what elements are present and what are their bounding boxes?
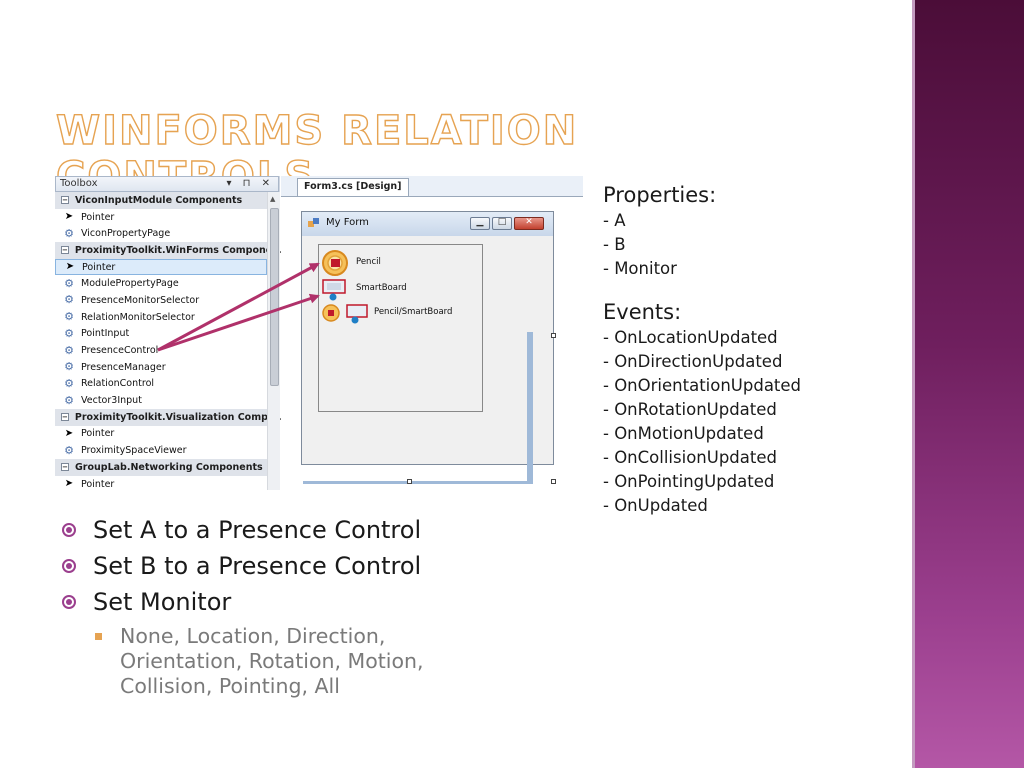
controls-container[interactable]: Pencil SmartBoard <box>318 244 483 412</box>
toolbox-list: −ViconInputModule Components ➤Pointer ⚙V… <box>55 192 285 490</box>
scroll-up-arrow-icon[interactable]: ▲ <box>270 195 276 203</box>
form-title-bar: My Form ▁ □ ✕ <box>302 212 553 236</box>
design-surface: Form3.cs [Design] My Form ▁ □ ✕ <box>281 176 583 490</box>
toolbox-item[interactable]: ⚙RelationMonitorSelector <box>64 310 195 324</box>
collapse-box-icon[interactable]: − <box>61 196 69 205</box>
slide-title: WinForms Relation Controls <box>55 107 579 200</box>
smartboard-presence-icon[interactable] <box>322 279 348 301</box>
maximize-button[interactable]: □ <box>492 217 512 230</box>
pencil-presence-icon[interactable] <box>321 249 349 277</box>
toolbox-group[interactable]: −ProximityToolkit.Visualization Compo... <box>55 408 285 426</box>
control-label-relation: Pencil/SmartBoard <box>374 307 453 317</box>
bullet-item: Set A to a Presence Control <box>62 512 582 548</box>
properties-events-panel: Properties: - A - B - Monitor Events: - … <box>603 182 903 518</box>
sub-bullet-square-icon <box>95 633 102 640</box>
pointer-icon: ➤ <box>65 261 75 273</box>
bullet-item: Set B to a Presence Control <box>62 548 582 584</box>
gear-icon: ⚙ <box>64 293 74 307</box>
sub-bullet-item: None, Location, Direction, Orientation, … <box>95 624 582 699</box>
toolbox-item[interactable]: ⚙PresenceMonitorSelector <box>64 293 200 307</box>
maximize-icon: □ <box>497 217 507 227</box>
form-title: My Form <box>326 217 369 228</box>
toolbox-group[interactable]: −ProximityToolkit.WinForms Compone... <box>55 242 283 259</box>
form-app-icon <box>308 218 319 227</box>
bullet-item: Set Monitor <box>62 584 582 620</box>
gear-icon: ⚙ <box>64 443 74 457</box>
property-item: - Monitor <box>603 259 677 278</box>
control-label-smartboard: SmartBoard <box>356 283 407 293</box>
event-item: - OnRotationUpdated <box>603 400 777 419</box>
pointer-icon: ➤ <box>64 427 74 439</box>
toolbox-item[interactable]: ⚙ViconPropertyPage <box>64 226 171 240</box>
gear-icon: ⚙ <box>64 276 74 290</box>
toolbox-item[interactable]: ⚙RelationControl <box>64 376 155 390</box>
toolbox-item[interactable]: ⚙Vector3Input <box>64 393 142 407</box>
form-selection-edge <box>303 481 533 484</box>
toolbox-item[interactable]: ⚙PresenceManager <box>64 360 166 374</box>
pointer-icon: ➤ <box>64 211 74 223</box>
bullet-dot-icon <box>62 595 76 609</box>
collapse-box-icon[interactable]: − <box>61 413 69 422</box>
toolbox-item[interactable]: ⚙ModulePropertyPage <box>64 276 179 290</box>
monitor-options-text: None, Location, Direction, Orientation, … <box>120 624 424 698</box>
toolbox-scrollbar[interactable]: ▲ <box>267 192 280 490</box>
resize-handle[interactable] <box>407 479 412 484</box>
event-item: - OnCollisionUpdated <box>603 448 777 467</box>
collapse-box-icon[interactable]: − <box>61 463 69 472</box>
toolbox-item[interactable]: ➤Pointer <box>64 211 115 223</box>
toolbox-item[interactable]: ⚙PointInput <box>64 326 130 340</box>
scrollbar-thumb[interactable] <box>270 208 279 386</box>
property-item: - A <box>603 211 626 230</box>
toolbox-item[interactable]: ➤Pointer <box>64 478 115 490</box>
toolbox-item[interactable]: ➤Pointer <box>64 427 115 440</box>
gear-icon: ⚙ <box>64 360 74 374</box>
properties-heading: Properties: <box>603 183 717 207</box>
close-icon: ✕ <box>525 217 533 227</box>
toolbox-panel: Toolbox ▾ ⊓ ✕ −ViconInputModule Componen… <box>55 176 285 490</box>
relation-icon[interactable] <box>321 303 371 327</box>
designer-screenshot: Toolbox ▾ ⊓ ✕ −ViconInputModule Componen… <box>55 176 583 490</box>
gear-icon: ⚙ <box>64 343 74 357</box>
toolbox-window-controls[interactable]: ▾ ⊓ ✕ <box>226 178 274 189</box>
control-label-pencil: Pencil <box>356 257 381 267</box>
event-item: - OnLocationUpdated <box>603 328 778 347</box>
side-decoration-band <box>912 0 1024 768</box>
gear-icon: ⚙ <box>64 226 74 240</box>
toolbox-header: Toolbox ▾ ⊓ ✕ <box>55 176 279 192</box>
my-form-window[interactable]: My Form ▁ □ ✕ Pencil <box>301 211 554 465</box>
toolbox-item-presencecontrol[interactable]: ⚙PresenceControl <box>64 343 159 357</box>
resize-handle[interactable] <box>551 333 556 338</box>
toolbox-title: Toolbox <box>60 178 98 189</box>
gear-icon: ⚙ <box>64 310 74 324</box>
property-item: - B <box>603 235 626 254</box>
pointer-icon: ➤ <box>64 478 74 490</box>
events-heading: Events: <box>603 300 682 324</box>
toolbox-group[interactable]: −ViconInputModule Components <box>55 192 267 209</box>
spacer <box>603 281 903 299</box>
close-button[interactable]: ✕ <box>514 217 544 230</box>
event-item: - OnOrientationUpdated <box>603 376 802 395</box>
event-item: - OnMotionUpdated <box>603 424 764 443</box>
form-selection-edge <box>527 332 533 482</box>
design-area: My Form ▁ □ ✕ Pencil <box>281 196 583 490</box>
event-item: - OnPointingUpdated <box>603 472 775 491</box>
event-item: - OnDirectionUpdated <box>603 352 783 371</box>
bullet-dot-icon <box>62 523 76 537</box>
toolbox-item-selected[interactable]: ➤Pointer <box>55 258 267 276</box>
minimize-button[interactable]: ▁ <box>470 217 490 230</box>
gear-icon: ⚙ <box>64 326 74 340</box>
collapse-box-icon[interactable]: − <box>61 246 69 255</box>
toolbox-item[interactable]: ⚙ProximitySpaceViewer <box>64 443 187 457</box>
form-body: Pencil SmartBoard <box>302 236 553 464</box>
tab-form3-design[interactable]: Form3.cs [Design] <box>297 178 409 196</box>
resize-handle[interactable] <box>551 479 556 484</box>
bullet-dot-icon <box>62 559 76 573</box>
toolbox-group[interactable]: −GroupLab.Networking Components <box>55 459 267 476</box>
minimize-icon: ▁ <box>476 217 484 227</box>
bullet-list: Set A to a Presence Control Set B to a P… <box>62 512 582 699</box>
gear-icon: ⚙ <box>64 393 74 407</box>
event-item: - OnUpdated <box>603 496 708 515</box>
gear-icon: ⚙ <box>64 376 74 390</box>
